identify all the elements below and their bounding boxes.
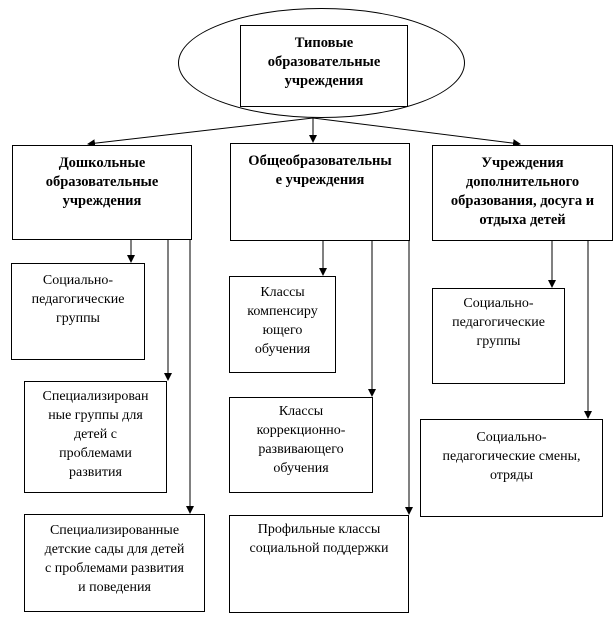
additional-item-2: Социально- педагогические смены, отряды: [420, 419, 603, 517]
arrow-root-to-additional: [312, 117, 521, 148]
preschool-item-2: Специализирован ные группы для детей с п…: [24, 381, 167, 493]
general-item-3: Профильные классы социальной поддержки: [229, 515, 409, 613]
preschool-item-3: Специализированные детские сады для дете…: [24, 514, 205, 612]
arrow-root-to-preschool: [87, 117, 314, 148]
root-node: Типовые образовательные учреждения: [240, 25, 408, 107]
additional-item-1: Социально- педагогические группы: [432, 288, 565, 384]
root-ellipse: [178, 8, 465, 118]
category-preschool: Дошкольные образовательные учреждения: [12, 145, 192, 240]
general-item-1: Классы компенсиру ющего обучения: [229, 276, 336, 373]
category-general: Общеобразовательны е учреждения: [230, 143, 410, 241]
general-item-2: Классы коррекционно- развивающего обучен…: [229, 397, 373, 493]
category-additional: Учреждения дополнительного образования, …: [432, 145, 613, 241]
preschool-item-1: Социально- педагогические группы: [11, 263, 145, 360]
